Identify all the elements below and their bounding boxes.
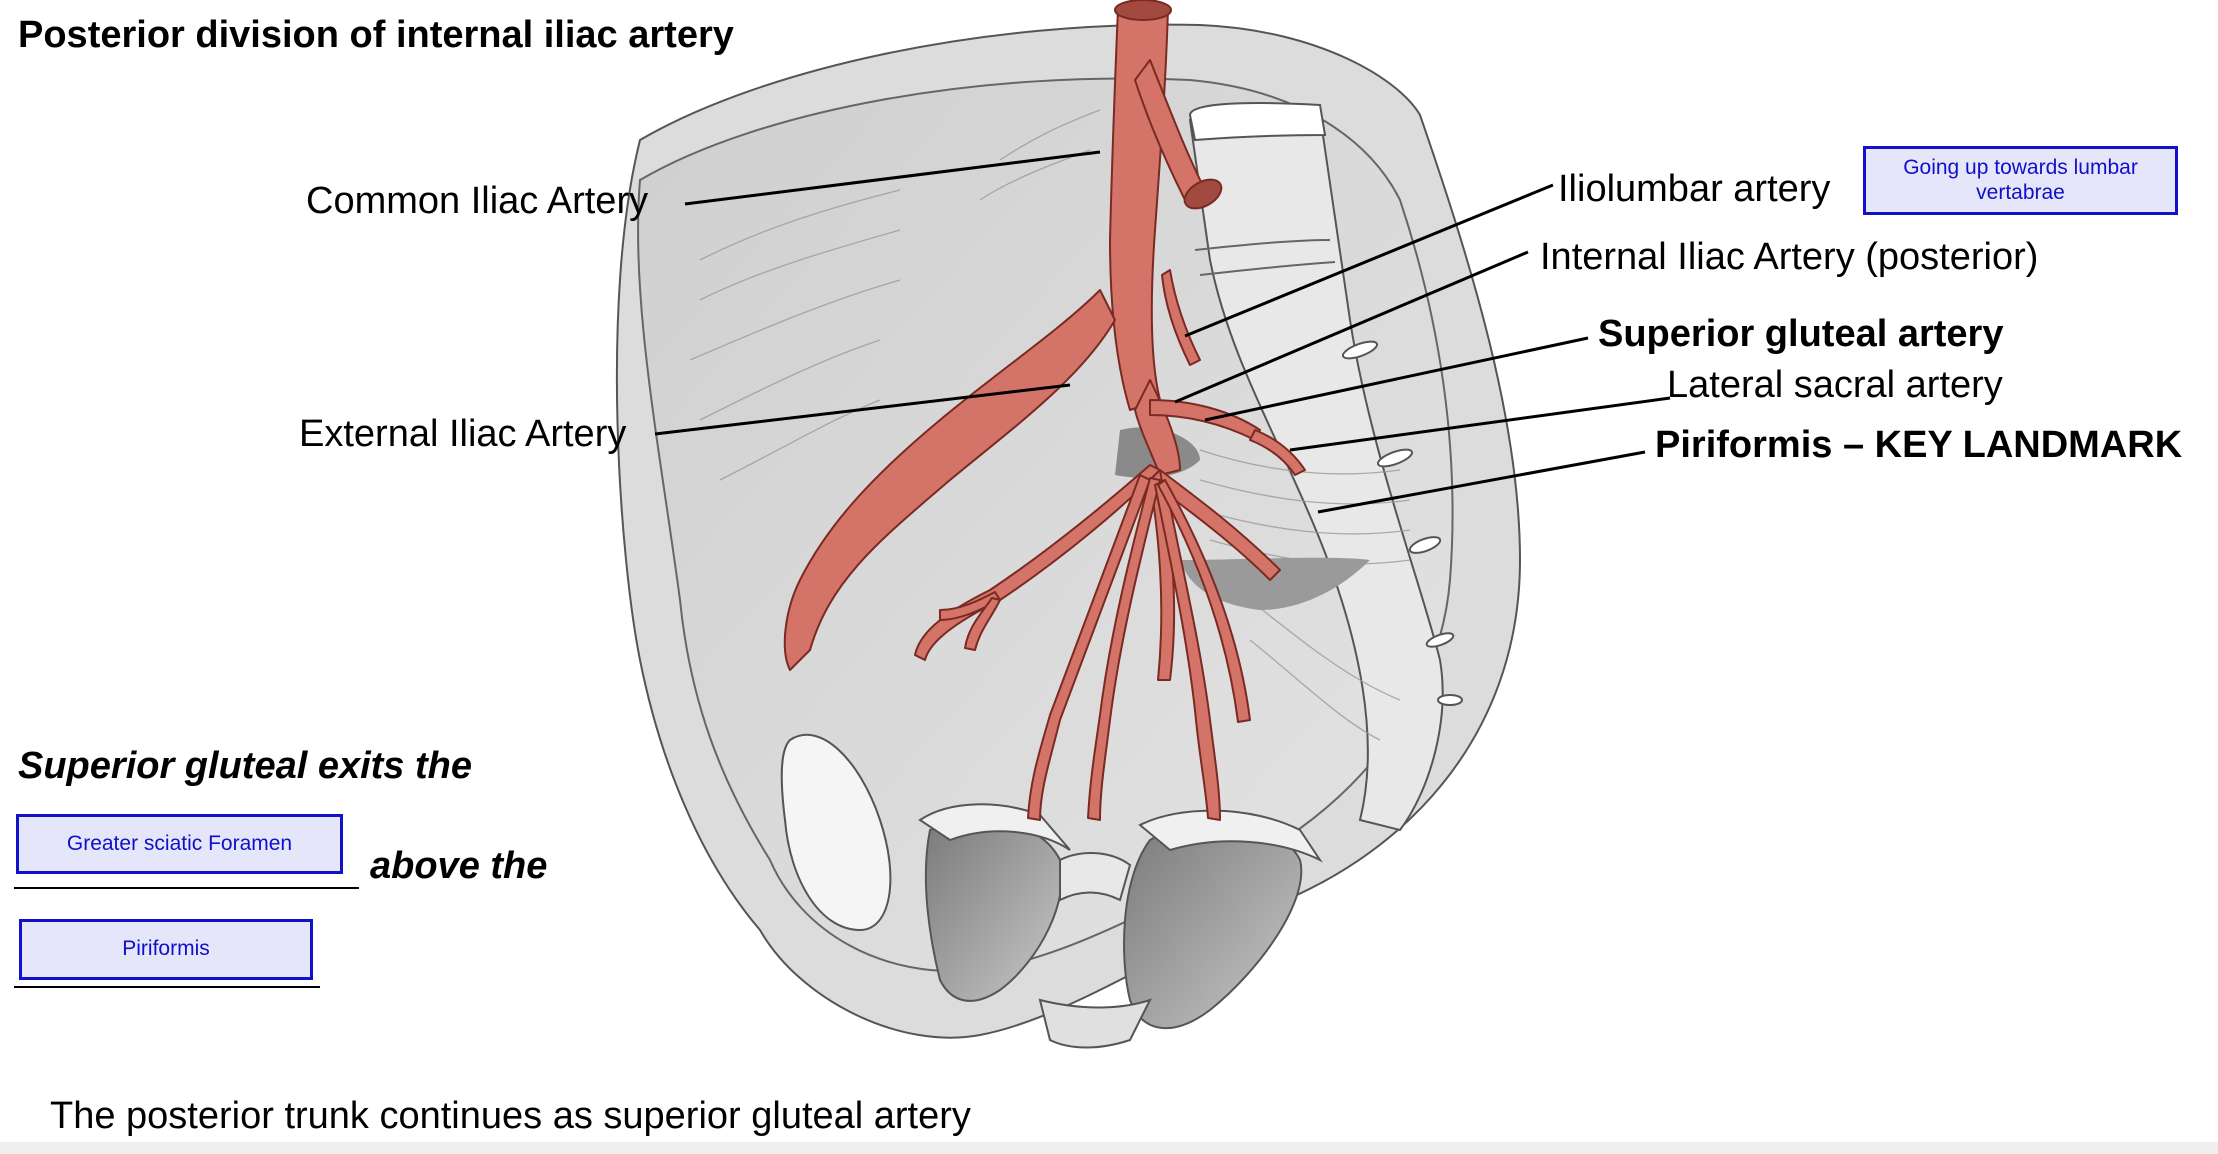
label-iliolumbar-artery: Iliolumbar artery <box>1558 168 1831 210</box>
label-external-iliac-artery: External Iliac Artery <box>299 413 627 455</box>
label-lateral-sacral-artery: Lateral sacral artery <box>1667 364 2003 406</box>
pelvic-floor-right <box>1123 821 1303 1029</box>
page-title: Posterior division of internal iliac art… <box>18 14 734 56</box>
answer-box-foramen[interactable]: Greater sciatic Foramen <box>16 814 343 874</box>
iliolumbar-artery <box>1161 269 1201 366</box>
obturator-foramen <box>780 733 892 932</box>
leader-lines <box>654 150 1671 514</box>
quiz-connector: above the <box>370 845 548 887</box>
bottom-strip <box>0 1142 2218 1154</box>
label-common-iliac-artery: Common Iliac Artery <box>306 180 649 222</box>
answer-box-piriformis[interactable]: Piriformis <box>19 919 313 980</box>
label-superior-gluteal-artery: Superior gluteal artery <box>1598 313 2004 355</box>
blank-line-1 <box>14 887 359 889</box>
label-internal-iliac-posterior: Internal Iliac Artery (posterior) <box>1540 236 2039 278</box>
label-piriformis-landmark: Piriformis – KEY LANDMARK <box>1655 424 2183 466</box>
quiz-prompt: Superior gluteal exits the <box>18 745 472 787</box>
note-box-lumbar[interactable]: Going up towards lumbar vertabrae <box>1863 146 2178 215</box>
lateral-sacral-artery <box>1249 429 1306 476</box>
external-iliac-artery <box>783 289 1116 671</box>
arterial-tree <box>783 0 1306 821</box>
footer-note: The posterior trunk continues as superio… <box>50 1095 971 1137</box>
blank-line-2 <box>14 986 320 988</box>
